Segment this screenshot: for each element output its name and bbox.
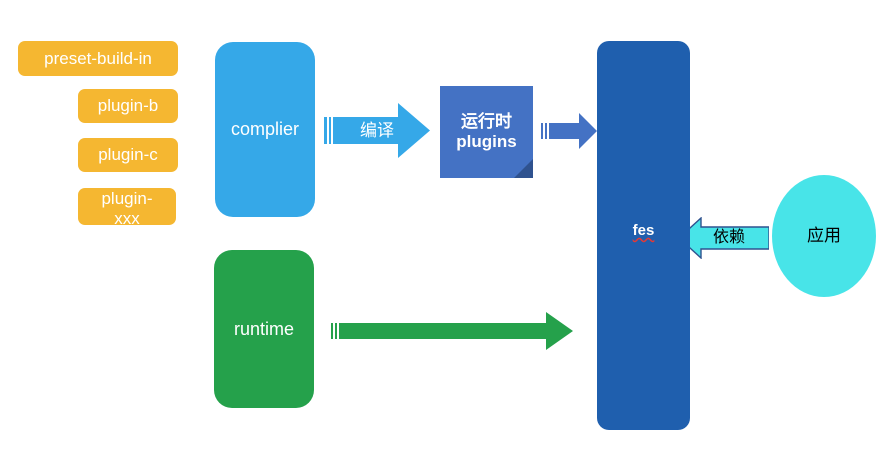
node-plugin-c-label: plugin-c bbox=[98, 145, 158, 165]
node-runtime-plugins[interactable]: 运行时 plugins bbox=[440, 86, 533, 178]
node-preset-build-in-label: preset-build-in bbox=[44, 48, 152, 68]
node-runtime[interactable]: runtime bbox=[214, 250, 314, 408]
node-runtime-plugins-label: 运行时 plugins bbox=[456, 112, 517, 151]
node-plugin-xxx[interactable]: plugin- xxx bbox=[78, 188, 176, 228]
node-preset-build-in[interactable]: preset-build-in bbox=[18, 41, 178, 76]
node-fes-label: fes bbox=[632, 221, 655, 239]
node-complier-label: complier bbox=[230, 119, 300, 140]
node-app[interactable]: 应用 bbox=[772, 175, 876, 297]
arrow-compile bbox=[324, 103, 430, 158]
node-fes[interactable]: fes bbox=[597, 41, 690, 430]
node-complier[interactable]: complier bbox=[215, 42, 315, 217]
arrow-plugins-to-fes bbox=[541, 113, 597, 149]
node-app-label: 应用 bbox=[807, 226, 841, 246]
node-plugin-xxx-label: plugin- xxx bbox=[101, 189, 153, 228]
node-runtime-label: runtime bbox=[233, 318, 295, 339]
node-plugin-b[interactable]: plugin-b bbox=[78, 89, 178, 123]
arrow-runtime-to-fes bbox=[331, 312, 573, 350]
node-plugin-b-label: plugin-b bbox=[97, 96, 159, 116]
node-plugin-c[interactable]: plugin-c bbox=[78, 138, 178, 172]
arrow-depend bbox=[679, 217, 769, 259]
